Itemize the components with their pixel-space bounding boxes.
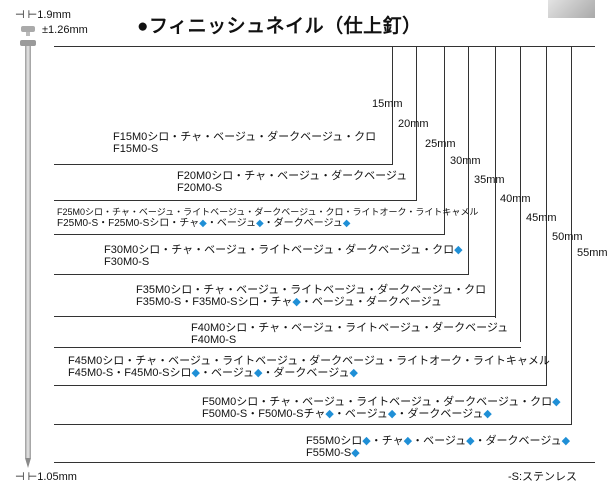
product-entry: F40M0シロ・チャ・ベージュ・ライトベージュ・ダークベージュ F40M0-S	[191, 322, 508, 346]
table-top-rule	[54, 46, 595, 47]
length-label: 50mm	[552, 231, 583, 243]
length-label: 15mm	[372, 98, 403, 110]
dimension-tick-icon: ⊣ ⊢	[15, 9, 38, 21]
nail-illustration	[20, 40, 36, 468]
product-line-2: F20M0-S	[177, 182, 223, 194]
length-label: 55mm	[577, 247, 608, 259]
length-line	[495, 46, 496, 318]
diamond-marker-icon: ◆	[342, 218, 351, 229]
dimension-tick-icon: ⊣ ⊢	[15, 471, 38, 483]
diamond-marker-icon: ◆	[292, 296, 301, 308]
stainless-footnote: -S:ステンレス	[508, 471, 578, 483]
length-line	[444, 46, 445, 234]
product-line-1: F50M0シロ・チャ・ベージュ・ライトベージュ・ダークベージュ・クロ◆	[202, 396, 561, 408]
product-entry: F45M0シロ・チャ・ベージュ・ライトベージュ・ダークベージュ・ライトオーク・ラ…	[68, 355, 550, 379]
product-rule	[54, 200, 417, 201]
product-line-1: F30M0シロ・チャ・ベージュ・ライトベージュ・ダークベージュ・クロ◆	[104, 244, 463, 256]
product-entry: F50M0シロ・チャ・ベージュ・ライトベージュ・ダークベージュ・クロ◆ F50M…	[202, 396, 561, 420]
product-entry: F35M0シロ・チャ・ベージュ・ライトベージュ・ダークベージュ・クロ F35M0…	[136, 284, 486, 308]
product-rule	[54, 274, 469, 275]
length-line	[392, 46, 393, 164]
product-line-2: F30M0-S	[104, 256, 150, 268]
product-entry: F25M0シロ・チャ・ベージュ・ライトベージュ・ダークベージュ・クロ・ライトオー…	[57, 206, 478, 230]
product-rule	[54, 234, 445, 235]
product-line-1: F20M0シロ・チャ・ベージュ・ダークベージュ	[177, 170, 408, 182]
product-photo-corner	[548, 0, 595, 18]
length-line	[416, 46, 417, 201]
length-label: 25mm	[425, 138, 456, 150]
length-label: 20mm	[398, 118, 429, 130]
product-line-2: F35M0-S・F35M0-Sシロ・チャ◆・ベージュ・ダークベージュ	[136, 296, 442, 308]
diamond-marker-icon: ◆	[351, 447, 360, 459]
product-line-2: F40M0-S	[191, 334, 237, 346]
product-rule	[54, 164, 393, 165]
length-line	[468, 46, 469, 274]
product-line-2: F15M0-S	[113, 143, 159, 155]
product-rule	[54, 347, 521, 348]
product-entry: F15M0シロ・チャ・ベージュ・ダークベージュ・クロ F15M0-S	[113, 131, 376, 155]
product-rule	[54, 316, 496, 317]
shank-diameter-label: ⊣ ⊢1.05mm	[15, 471, 77, 483]
length-label: 40mm	[500, 193, 531, 205]
diamond-marker-icon: ◆	[552, 396, 561, 408]
diamond-marker-icon: ◆	[325, 408, 334, 420]
diamond-marker-icon: ◆	[561, 435, 571, 447]
product-line-1: F45M0シロ・チャ・ベージュ・ライトベージュ・ダークベージュ・ライトオーク・ラ…	[68, 355, 550, 367]
head-thickness-label: ±1.26mm	[42, 24, 88, 36]
product-rule	[54, 424, 572, 425]
diamond-marker-icon: ◆	[483, 408, 492, 420]
product-line-2: F45M0-S・F45M0-Sシロ◆・ベージュ◆・ダークベージュ◆	[68, 367, 358, 379]
diamond-marker-icon: ◆	[255, 218, 264, 229]
length-line	[546, 46, 547, 386]
product-entry: F20M0シロ・チャ・ベージュ・ダークベージュ F20M0-S	[177, 170, 407, 194]
diamond-marker-icon: ◆	[191, 367, 200, 379]
product-line-1: F55M0シロ◆・チャ◆・ベージュ◆・ダークベージュ◆	[306, 435, 571, 447]
diamond-marker-icon: ◆	[349, 367, 358, 379]
length-label: 35mm	[474, 174, 505, 186]
product-entry: F30M0シロ・チャ・ベージュ・ライトベージュ・ダークベージュ・クロ◆ F30M…	[104, 244, 463, 268]
product-line-2: F55M0-S◆	[306, 447, 360, 459]
product-line-1: F35M0シロ・チャ・ベージュ・ライトベージュ・ダークベージュ・クロ	[136, 284, 487, 296]
product-line-2: F50M0-S・F50M0-Sチャ◆・ベージュ◆・ダークベージュ◆	[202, 408, 492, 420]
diamond-marker-icon: ◆	[466, 435, 475, 447]
diamond-marker-icon: ◆	[387, 408, 397, 420]
product-line-1: F25M0シロ・チャ・ベージュ・ライトベージュ・ダークベージュ・クロ・ライトオー…	[57, 207, 479, 217]
product-line-1: F40M0シロ・チャ・ベージュ・ライトベージュ・ダークベージュ	[191, 322, 509, 334]
product-rule	[54, 385, 547, 386]
diamond-marker-icon: ◆	[253, 367, 263, 379]
dimension-plusminus-icon: ±	[42, 24, 49, 36]
product-line-2: F25M0-S・F25M0-Sシロ・チャ◆・ベージュ◆・ダークベージュ◆	[57, 218, 351, 229]
length-label: 30mm	[450, 155, 481, 167]
head-diameter-label: ⊣ ⊢1.9mm	[15, 9, 71, 21]
nail-head-icon	[21, 26, 35, 36]
page-title: ●フィニッシュネイル（仕上釘）	[137, 16, 422, 37]
diamond-marker-icon: ◆	[362, 435, 371, 447]
product-entry: F55M0シロ◆・チャ◆・ベージュ◆・ダークベージュ◆ F55M0-S◆	[306, 435, 570, 459]
diamond-marker-icon: ◆	[199, 218, 207, 229]
product-line-1: F15M0シロ・チャ・ベージュ・ダークベージュ・クロ	[113, 131, 377, 143]
product-rule	[54, 462, 595, 463]
diamond-marker-icon: ◆	[403, 435, 413, 447]
length-line	[520, 46, 521, 342]
length-label: 45mm	[526, 212, 557, 224]
length-line	[571, 46, 572, 424]
diamond-marker-icon: ◆	[454, 244, 463, 256]
